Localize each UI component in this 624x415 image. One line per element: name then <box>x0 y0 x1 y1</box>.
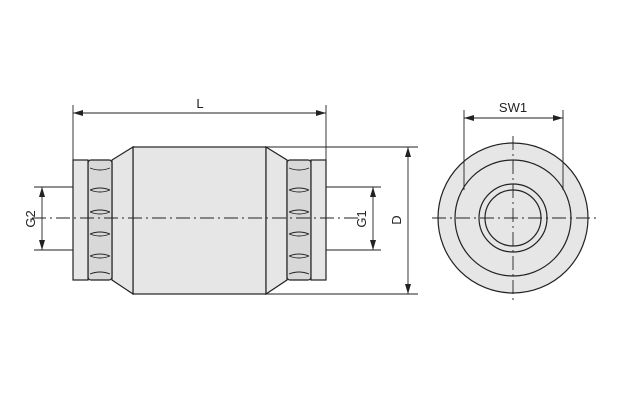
label-wrench-size: SW1 <box>499 100 527 115</box>
label-diameter: D <box>389 215 404 224</box>
label-thread-right: G1 <box>354 210 369 227</box>
side-view: L D G2 G1 <box>23 96 418 296</box>
left-hex-nut <box>87 159 113 281</box>
label-length: L <box>196 96 203 111</box>
right-flange <box>310 159 327 281</box>
left-flange <box>72 159 89 281</box>
left-taper <box>111 145 134 296</box>
label-thread-left: G2 <box>23 210 38 227</box>
right-taper <box>265 145 288 296</box>
end-view: SW1 <box>432 100 596 300</box>
center-body <box>132 146 267 295</box>
right-hex-nut <box>286 159 312 281</box>
